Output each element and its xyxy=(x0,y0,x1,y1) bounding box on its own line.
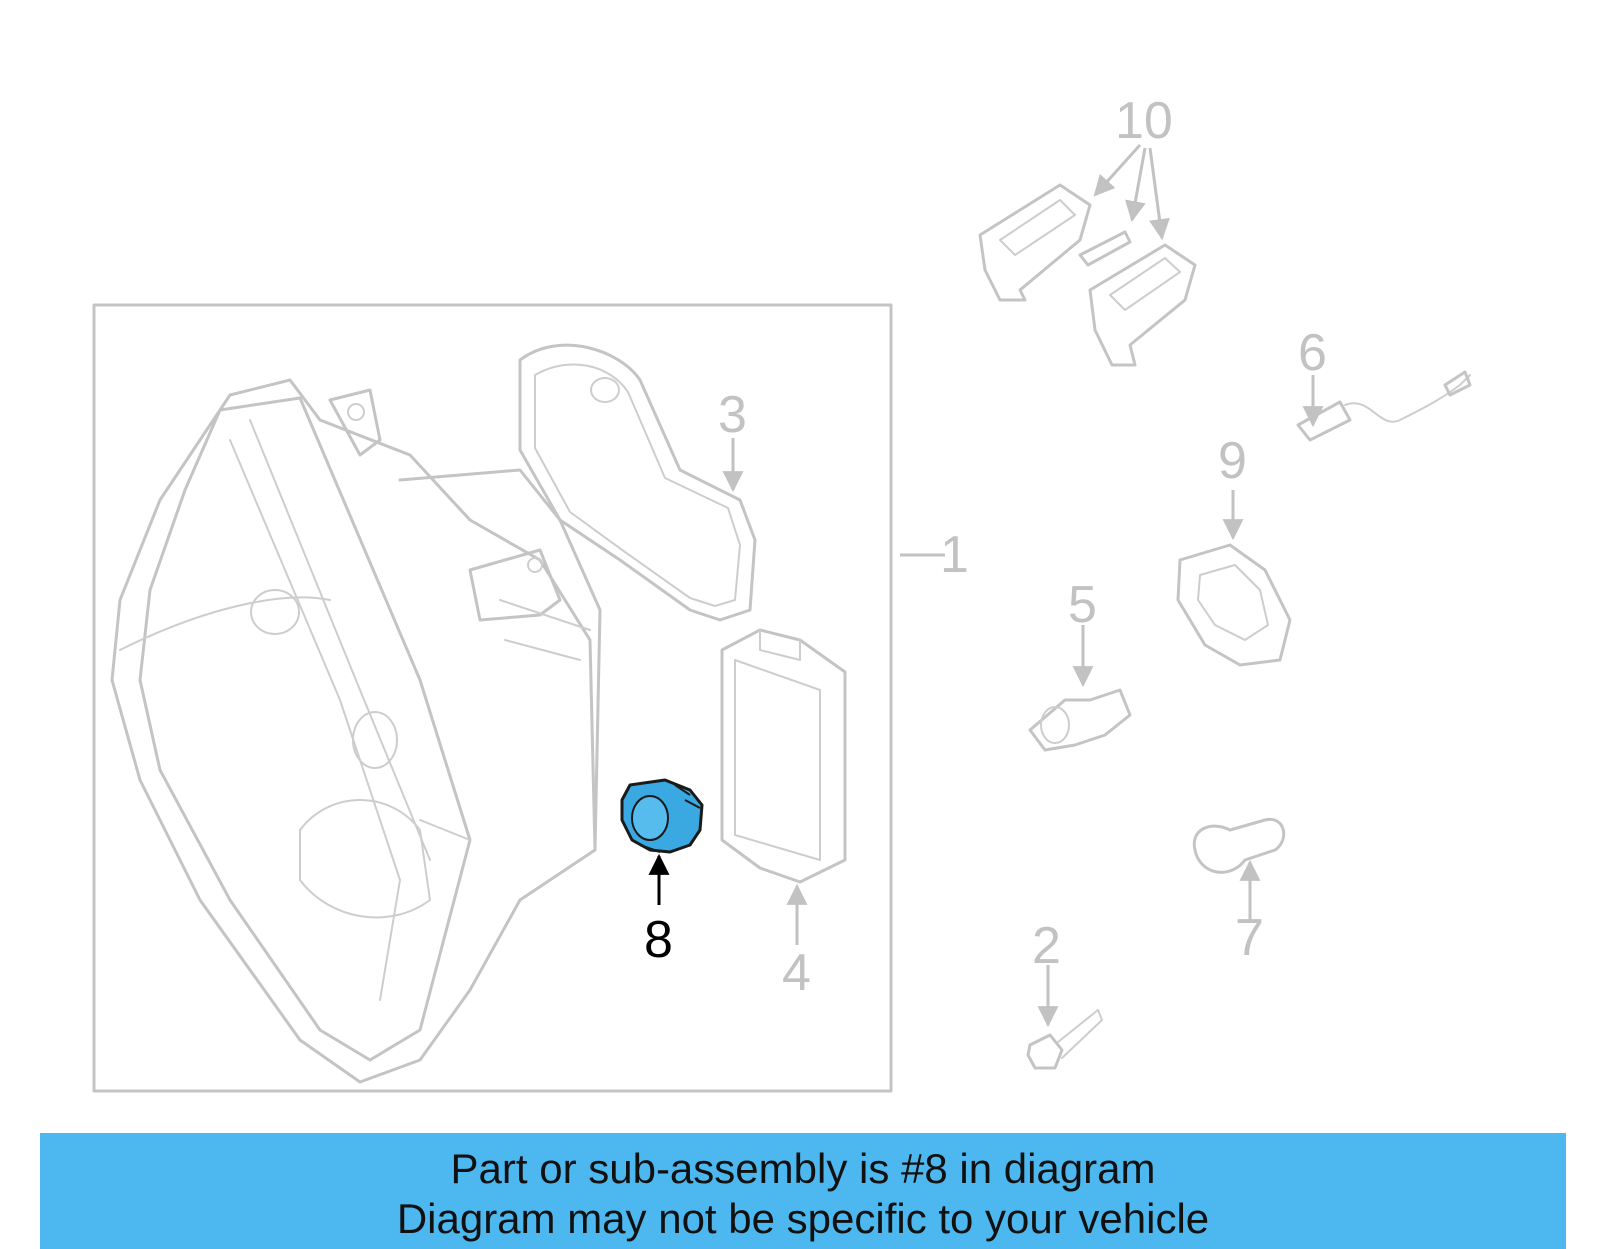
callout-2: 2 xyxy=(1032,917,1061,975)
callout-10: 10 xyxy=(1115,92,1173,150)
callout-7: 7 xyxy=(1235,909,1264,967)
part-3-gasket-drawing xyxy=(518,343,757,622)
callout-1: 1 xyxy=(940,526,969,584)
callout-5: 5 xyxy=(1068,576,1097,634)
info-banner: Part or sub-assembly is #8 in diagram Di… xyxy=(40,1133,1566,1249)
callout-3: 3 xyxy=(718,386,747,444)
banner-line-1: Part or sub-assembly is #8 in diagram xyxy=(450,1145,1156,1192)
callout-6: 6 xyxy=(1298,324,1327,382)
headlamp-housing-drawing xyxy=(110,378,602,1084)
part-9-ring-drawing xyxy=(1176,543,1292,667)
callout-8: 8 xyxy=(644,911,673,969)
part-7-bulb-drawing xyxy=(1192,817,1286,874)
callout-4: 4 xyxy=(782,944,811,1002)
part-10-brackets-drawing xyxy=(978,183,1197,367)
assembly-frame xyxy=(92,303,893,1093)
callout-9: 9 xyxy=(1218,432,1247,490)
part-6-bulb-wire-drawing xyxy=(1296,370,1472,442)
parts-diagram: 1 2 3 4 5 6 7 8 9 10 xyxy=(92,92,1472,1093)
part-5-bulb-drawing xyxy=(1028,688,1132,752)
part-4-cover-drawing xyxy=(720,628,847,884)
banner-line-2: Diagram may not be specific to your vehi… xyxy=(396,1195,1210,1242)
leader-10a xyxy=(1093,143,1142,197)
leader-10b xyxy=(1125,147,1147,223)
part-8-socket-highlight xyxy=(620,778,704,854)
leader-10c xyxy=(1148,147,1170,241)
part-2-screw-drawing xyxy=(1026,1009,1103,1070)
